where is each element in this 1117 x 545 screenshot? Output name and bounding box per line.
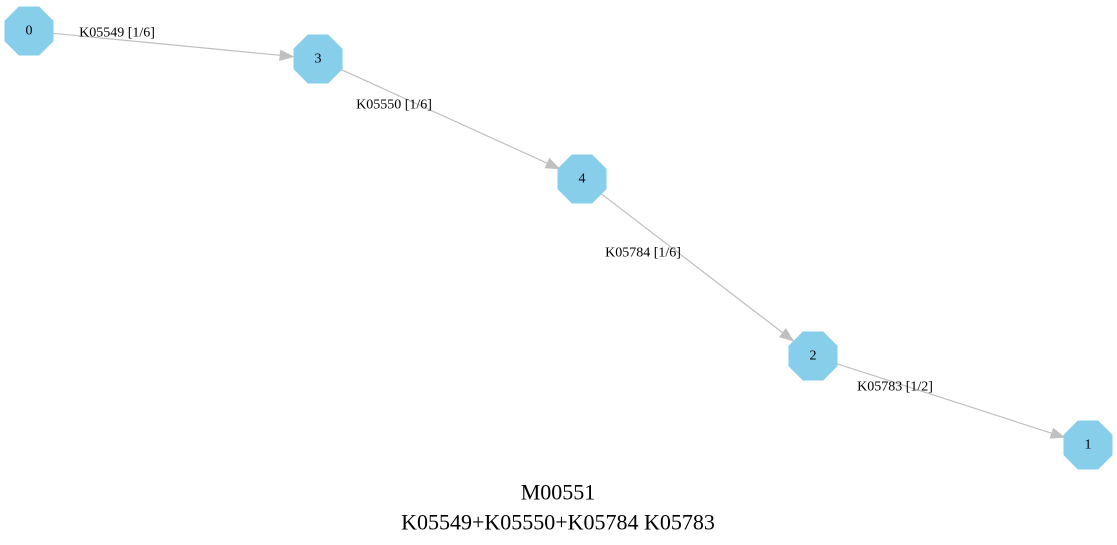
octagon-node-icon <box>293 34 343 84</box>
node-3: 3 <box>293 34 343 84</box>
node-label: 2 <box>810 349 817 364</box>
node-0: 0 <box>4 6 54 56</box>
edge-0-3: K05549 [1/6] <box>52 26 295 61</box>
edge-line <box>52 32 281 56</box>
octagon-node-icon <box>1063 420 1113 470</box>
node-4: 4 <box>557 154 607 204</box>
edge-line <box>339 68 548 164</box>
node-label: 1 <box>1085 438 1092 453</box>
graph-title: M00551 <box>521 480 596 505</box>
edge-label: K05549 [1/6] <box>79 26 155 41</box>
arrowhead-icon <box>279 49 295 61</box>
edge-4-2: K05784 [1/6] <box>600 193 795 342</box>
octagon-node-icon <box>557 154 607 204</box>
edge-label: K05783 [1/2] <box>857 380 933 395</box>
edges-layer: K05549 [1/6] K05550 [1/6] K05784 [1/6] K057… <box>52 26 1066 439</box>
edge-line <box>600 193 784 334</box>
arrowhead-icon <box>778 328 795 342</box>
arrowhead-icon <box>1049 427 1066 439</box>
node-label: 4 <box>579 172 586 187</box>
edge-3-4: K05550 [1/6] <box>339 68 561 170</box>
nodes-layer: 0 3 4 2 1 <box>4 6 1113 470</box>
node-label: 3 <box>315 52 322 67</box>
graph-subtitle: K05549+K05550+K05784 K05783 <box>401 510 715 535</box>
octagon-node-icon <box>788 331 838 381</box>
node-label: 0 <box>26 24 33 39</box>
node-2: 2 <box>788 331 838 381</box>
edge-label: K05550 [1/6] <box>356 98 432 113</box>
octagon-node-icon <box>4 6 54 56</box>
edge-2-1: K05783 [1/2] <box>835 362 1066 439</box>
edge-line <box>835 362 1053 434</box>
node-1: 1 <box>1063 420 1113 470</box>
edge-label: K05784 [1/6] <box>605 246 681 261</box>
arrowhead-icon <box>544 157 561 170</box>
